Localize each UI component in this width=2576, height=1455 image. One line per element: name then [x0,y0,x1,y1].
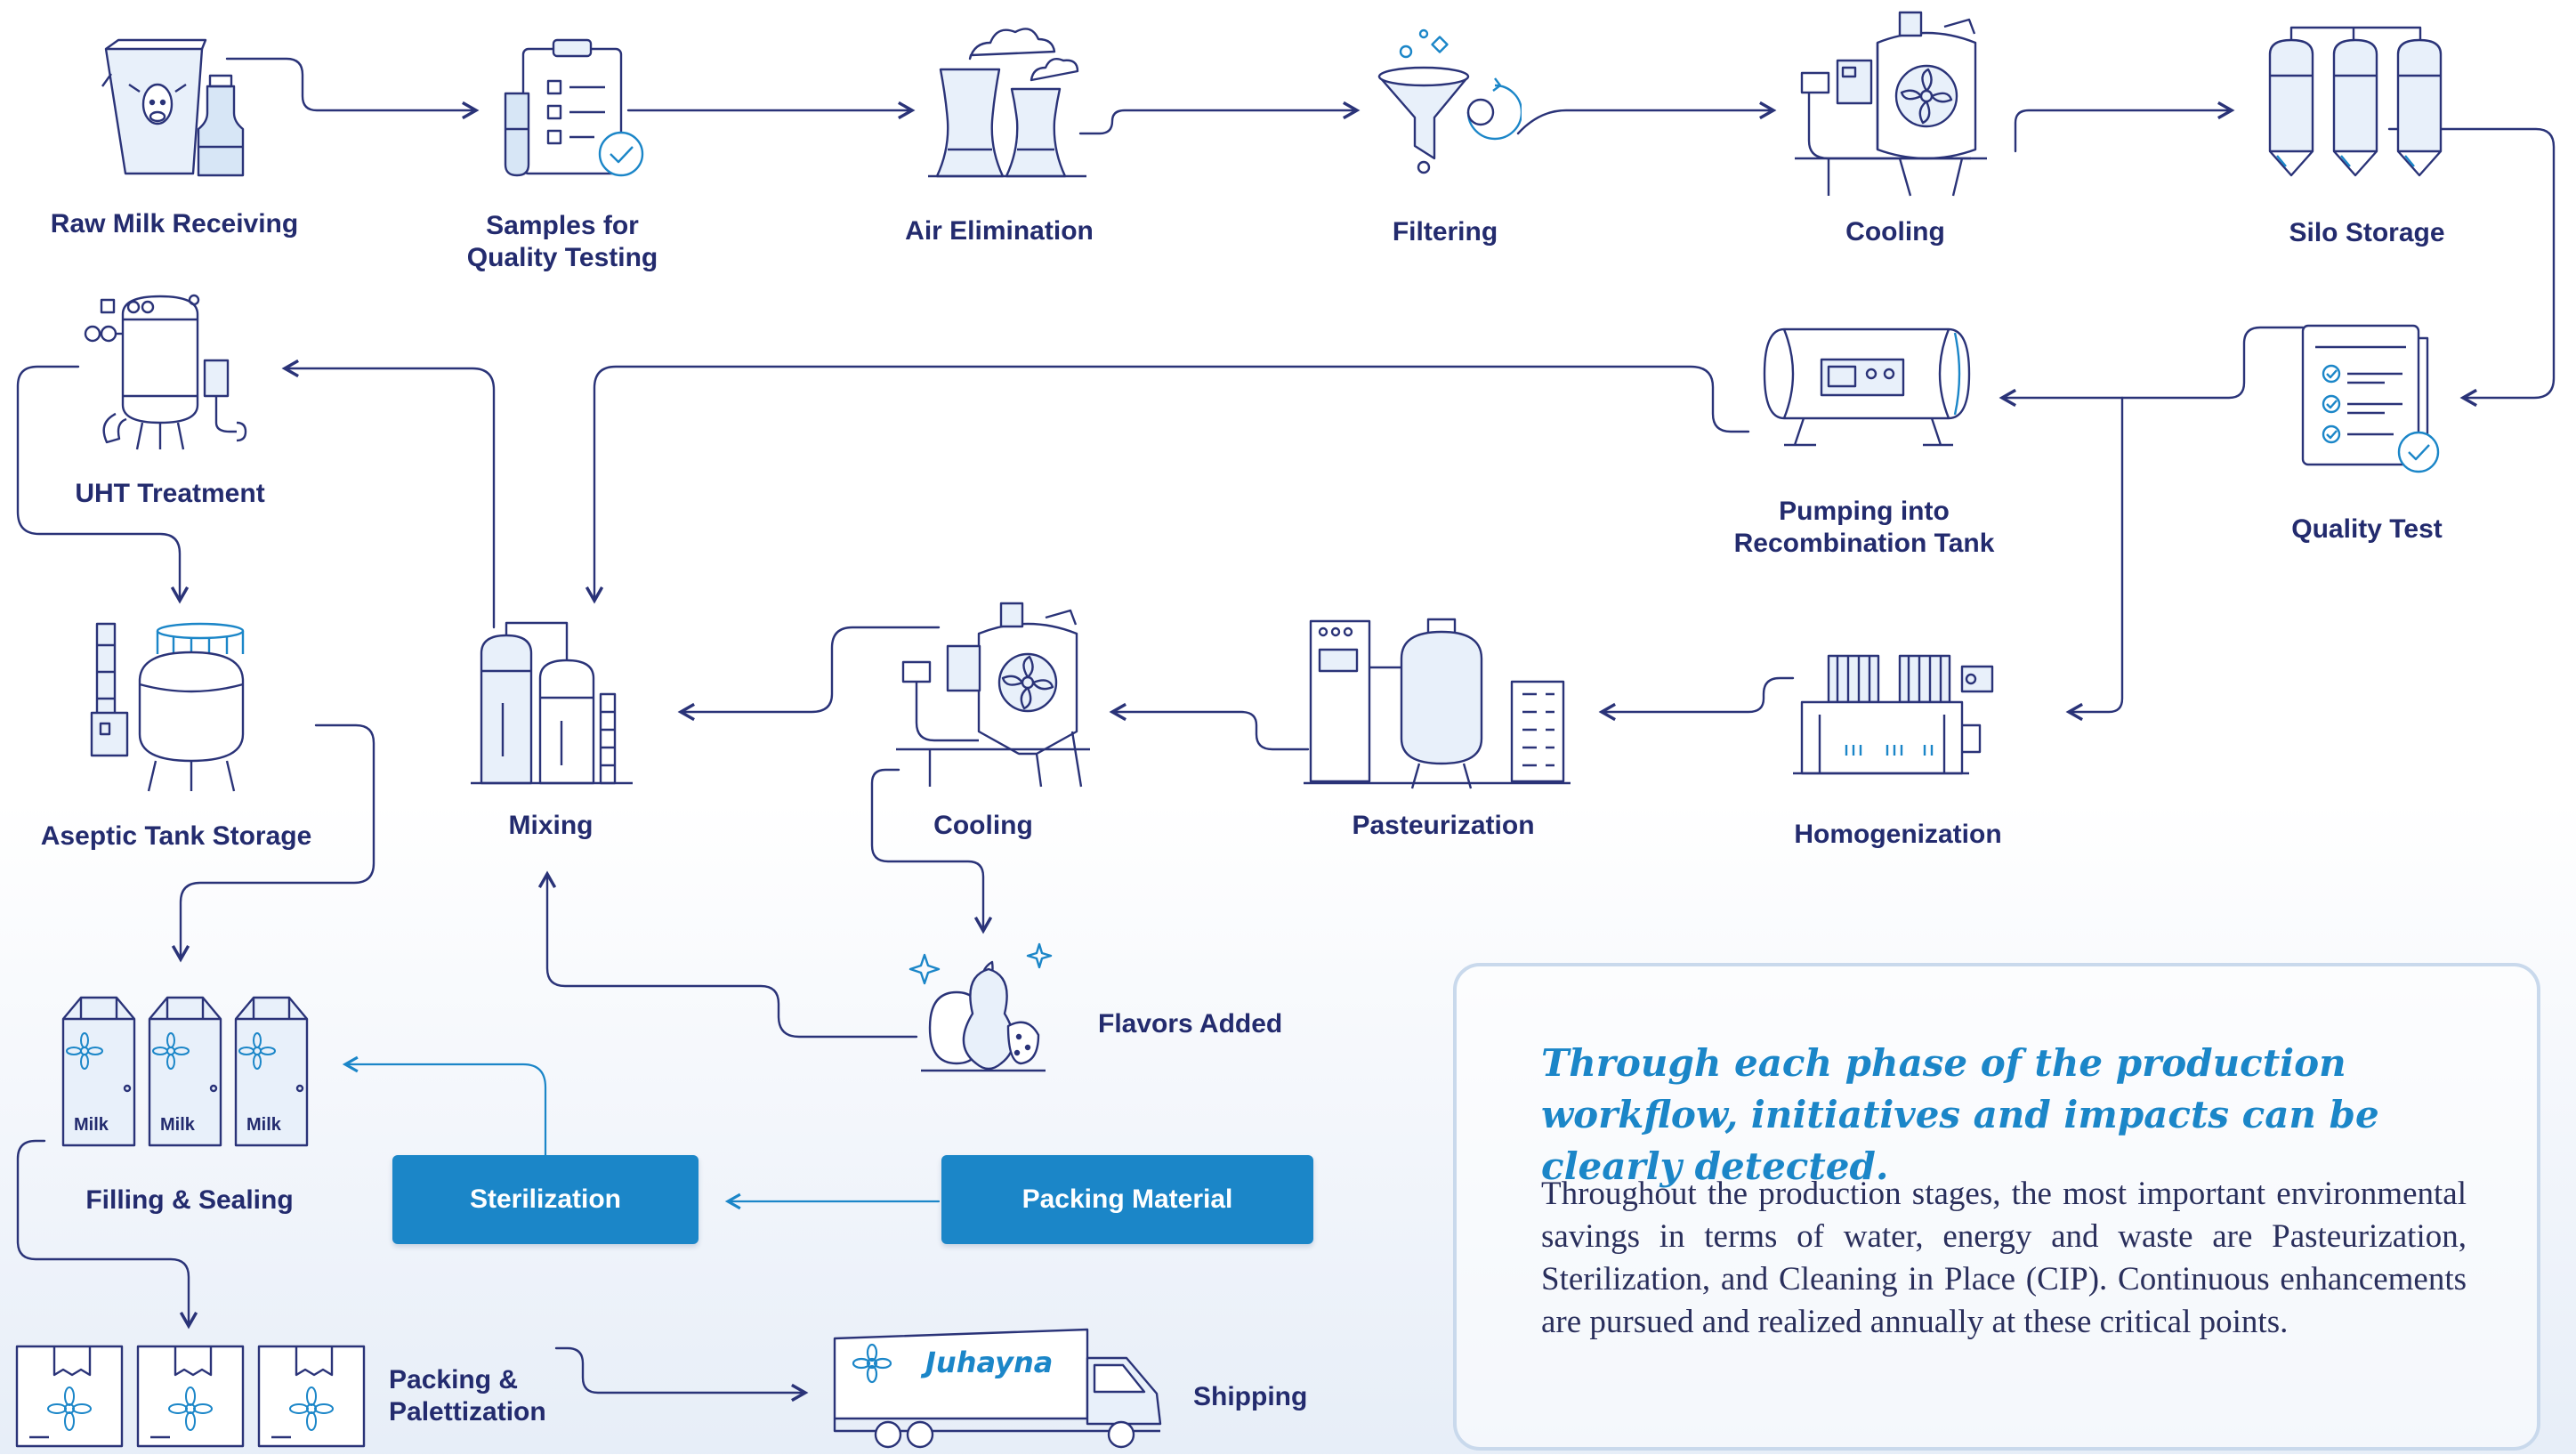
step-filtering [1370,25,1523,181]
step-packing-palettization [13,1339,369,1451]
carton-label-2: Milk [160,1115,195,1135]
flow-uht-aseptic [16,365,190,604]
tank-fan-icon [896,602,1090,788]
step-air-elimination [921,16,1094,178]
label-pasteurization: Pasteurization [1352,811,1535,840]
label-samples-line1: Samples for [486,211,639,240]
sterilization-box: Sterilization [392,1155,699,1244]
step-cooling-2 [894,598,1094,794]
info-panel-body: Throughout the production stages, the mo… [1541,1176,2467,1340]
pasteurizer-icon [1304,618,1571,789]
label-packing-line2: Palettization [389,1397,546,1427]
label-packing-line1: Packing & [389,1365,519,1394]
flow-flavors-mixing [537,870,918,1039]
label-homogenization: Homogenization [1794,820,2002,849]
label-air-elimination: Air Elimination [905,216,1094,246]
step-quality-test [2296,320,2451,476]
homogenizer-icon [1793,654,1994,775]
flow-packing-shipping [554,1346,809,1402]
filter-funnel-icon [1377,28,1523,174]
carton-label-3: Milk [246,1115,281,1135]
packing-material-label: Packing Material [1022,1184,1233,1214]
milk-can-icon [101,38,245,177]
label-cooling-1: Cooling [1845,217,1945,247]
uht-vessel-icon [84,294,247,450]
flow-quality-pump [1999,326,2305,408]
label-quality-test: Quality Test [2291,514,2443,544]
label-samples-quality-testing: Samples for Quality Testing [467,210,658,274]
aseptic-tank-icon [90,622,245,792]
label-filtering: Filtering [1392,217,1498,247]
flow-branch-homogenization [2065,396,2124,722]
carton-label-1: Milk [74,1115,109,1135]
label-aseptic-tank-storage: Aseptic Tank Storage [40,821,312,851]
cooling-tower-icon [928,28,1086,178]
flow-pasteur-cooling [1109,702,1310,751]
flow-cooling-flavors [870,768,993,934]
flow-cooling-mixing [677,626,941,722]
label-shipping: Shipping [1193,1382,1308,1411]
label-pumping-line1: Pumping into [1779,497,1950,526]
flow-sterilization-filling [342,1055,547,1157]
pump-tank-icon [1763,327,1971,447]
label-uht-treatment: UHT Treatment [75,479,265,508]
package-box-icon [15,1345,366,1448]
milk-carton-icon [61,996,309,1147]
flow-silo-quality [2387,127,2556,408]
sterilization-label: Sterilization [469,1184,622,1214]
clipboard-icon [504,38,644,177]
fruit-icon [908,942,1053,1072]
step-aseptic-tank-storage [85,618,262,796]
label-mixing: Mixing [508,811,594,840]
step-homogenization [1793,645,2015,796]
label-flavors-added: Flavors Added [1098,1009,1283,1039]
flow-aseptic-filling [171,723,375,963]
truck-icon [833,1328,1162,1449]
step-silo-storage [2265,22,2447,182]
flow-homog-pasteur [1598,676,1795,722]
flow-filter-cooling [1516,101,1777,135]
label-filling-sealing: Filling & Sealing [85,1185,294,1215]
packing-material-box: Packing Material [941,1155,1313,1244]
label-raw-milk-receiving: Raw Milk Receiving [50,209,299,238]
step-raw-milk-receiving [93,31,271,187]
info-panel: Through each phase of the production wor… [1453,963,2540,1451]
step-filling-sealing: Milk Milk Milk [58,992,316,1152]
flow-mixing-uht [281,359,496,629]
label-samples-line2: Quality Testing [466,243,658,272]
label-pumping-line2: Recombination Tank [1733,529,1995,558]
flow-pump-mixing [585,365,1750,604]
step-pasteurization [1304,614,1571,792]
step-samples-quality-testing [498,31,650,187]
info-panel-title: Through each phase of the production wor… [1541,1041,2379,1188]
silo-icon [2268,26,2443,177]
label-pumping-recombination: Pumping into Recombination Tank [1734,496,1995,560]
step-mixing [467,614,645,792]
checklist-icon [2301,324,2440,473]
truck-brand-label: Juhayna [925,1346,1054,1379]
step-cooling-1 [1793,7,1993,203]
flow-air-filter [1078,101,1361,135]
step-pumping-recombination [1757,320,1975,463]
label-cooling-2: Cooling [933,811,1033,840]
label-silo-storage: Silo Storage [2289,218,2445,247]
step-uht-treatment [80,289,280,467]
flow-filling-packing [16,1139,198,1330]
tank-fan-icon [1795,11,1987,197]
step-shipping-truck: Juhayna [828,1326,1170,1451]
flow-rawmilk-samples [225,57,480,120]
step-flavors-added [903,930,1063,1077]
flow-cooling-silo [2014,101,2235,153]
label-packing-palettization: Packing & Palettization [389,1364,546,1428]
mixing-silo-icon [471,621,633,785]
